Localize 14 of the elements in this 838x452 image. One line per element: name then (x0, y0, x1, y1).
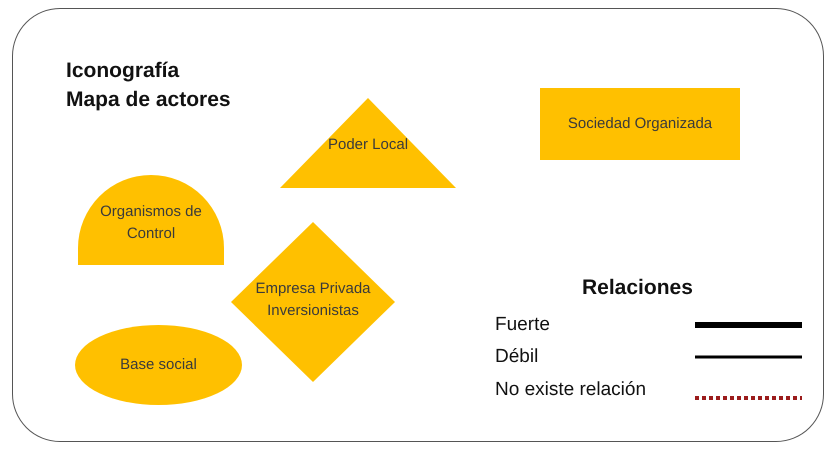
node-label: Organismos de Control (99, 202, 203, 244)
ellipse-node (75, 325, 242, 405)
diamond-node (231, 222, 395, 382)
node-label: Empresa Privada Inversionistas (254, 279, 372, 321)
node-label: Base social (119, 355, 198, 375)
legend-label: Fuerte (495, 314, 550, 336)
triangle-node (280, 98, 456, 188)
diagram-title: Iconografía Mapa de actores (66, 58, 232, 113)
node-label: Poder Local (326, 135, 410, 155)
legend-label: No existe relación (495, 379, 646, 401)
legend-label: Débil (495, 346, 538, 368)
rectangle-node (540, 88, 740, 160)
node-label: Sociedad Organizada (566, 114, 714, 134)
legend-heading: Relaciones (582, 276, 693, 300)
